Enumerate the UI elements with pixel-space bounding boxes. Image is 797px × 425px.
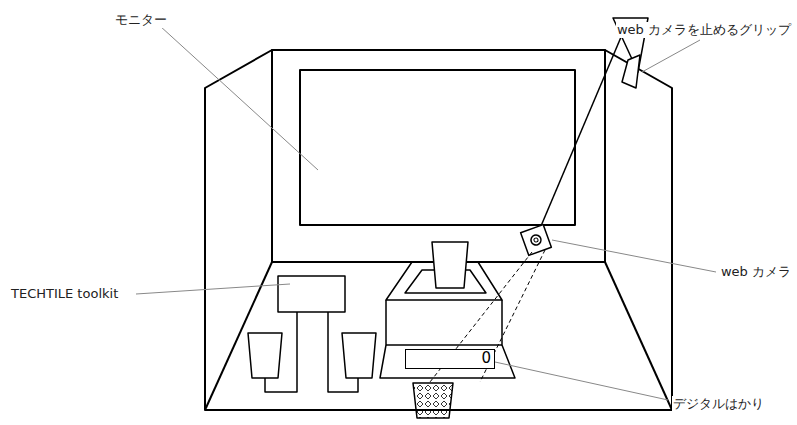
part-label: TECHTILE toolkit	[10, 286, 119, 302]
leader-lines	[136, 26, 716, 400]
part-label: デジタルはかり	[672, 396, 765, 412]
part-label: web カメラを止めるグリップ	[616, 22, 792, 38]
part-label: モニター	[114, 12, 168, 28]
display-value: 0	[406, 351, 494, 366]
scale-display: 0	[405, 349, 495, 369]
part-label: web カメラ	[720, 264, 792, 280]
